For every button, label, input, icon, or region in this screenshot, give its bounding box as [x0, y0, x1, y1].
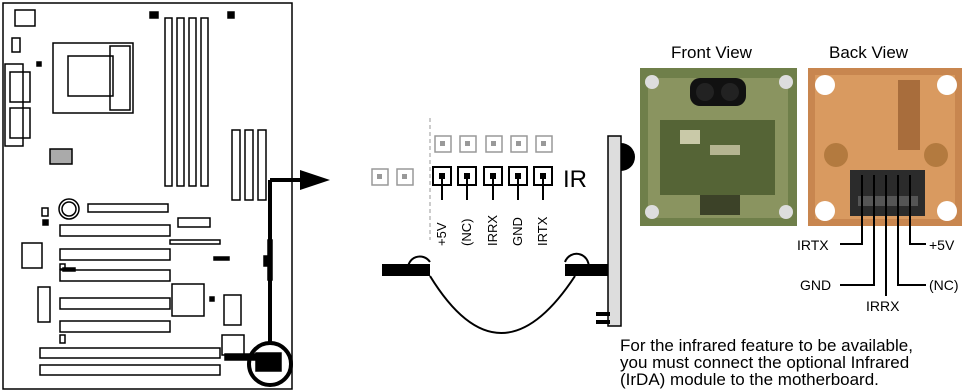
- back-label-irrx: IRRX: [866, 298, 900, 314]
- motherboard: [2, 2, 293, 390]
- front-view-title: Front View: [671, 43, 752, 62]
- ir-cable-side-view: [382, 135, 635, 334]
- pin-label-irtx: IRTX: [535, 216, 550, 246]
- back-label-gnd: GND: [800, 277, 832, 293]
- ir-header: [371, 118, 553, 240]
- back-label-irtx: IRTX: [797, 237, 829, 253]
- front-view-image: [640, 68, 797, 226]
- back-label-5v: +5V: [929, 237, 955, 253]
- connector-name: IR: [563, 166, 587, 193]
- back-label-nc: (NC): [929, 277, 959, 293]
- caption-line-3: (IrDA) module to the motherboard.: [620, 370, 879, 389]
- pin-label-nc: (NC): [459, 218, 474, 246]
- caption-line-2: you must connect the optional Infrared: [620, 353, 910, 372]
- caption-line-1: For the infrared feature to be available…: [620, 337, 913, 355]
- caption: For the infrared feature to be available…: [620, 337, 977, 392]
- connector-callout: [247, 170, 330, 387]
- arrow-right-icon: [300, 170, 330, 190]
- pin-label-5v: +5V: [434, 222, 449, 247]
- back-pin-leaders: [840, 175, 926, 296]
- back-view-title: Back View: [829, 43, 909, 62]
- pin-label-irrx: IRRX: [485, 214, 500, 246]
- pin-label-gnd: GND: [510, 217, 525, 246]
